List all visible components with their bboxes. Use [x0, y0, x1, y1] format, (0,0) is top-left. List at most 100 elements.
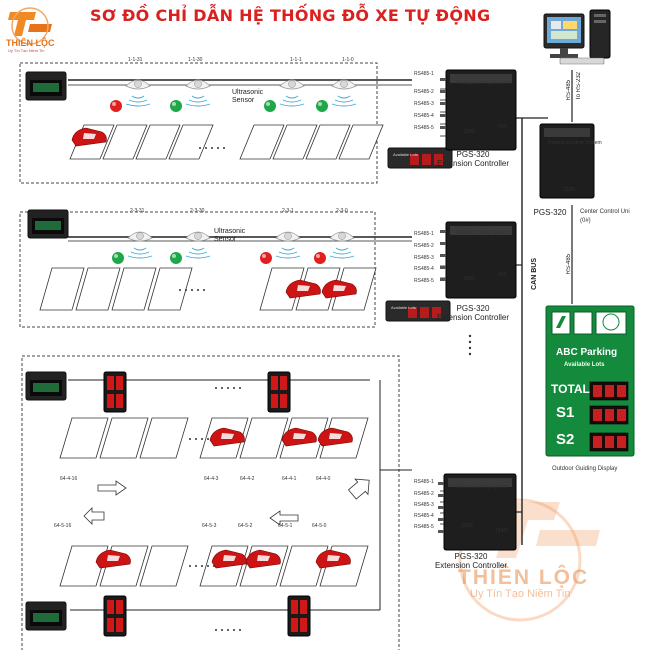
watermark-logo-icon: [536, 530, 600, 546]
logo-name: THIÊN LỘC: [6, 38, 55, 48]
parked-car-icon-window: [297, 285, 310, 291]
bay-code: 64-4-16: [60, 476, 78, 482]
parked-car-icon-window: [327, 555, 340, 561]
indicator-led-icon: [112, 252, 124, 264]
pc-drive: [594, 14, 606, 17]
ultrasonic-wave-icon: [285, 95, 299, 99]
parking-bay: [147, 267, 193, 311]
continuation-dot: [221, 387, 223, 389]
indicator-led-highlight: [172, 254, 176, 258]
continuation-dot: [201, 438, 203, 440]
continuation-dot: [211, 147, 213, 149]
controller-index: (2#): [498, 272, 507, 278]
center-controller-panel: [544, 128, 590, 137]
entrance-display-icon-digits: [33, 383, 59, 392]
extension-controller-box-port: [440, 78, 446, 81]
available-lots-display-icon-digit: [410, 154, 419, 165]
parked-car-icon-window: [329, 433, 342, 439]
continuation-dot: [189, 565, 191, 567]
indicator-led-highlight: [316, 254, 320, 258]
controller-box-brand: ZOG: [564, 187, 575, 193]
indicator-led-icon: [316, 100, 328, 112]
rs485-port: RS485-2: [414, 89, 434, 95]
diagram-title: SƠ ĐỒ CHỈ DẪN HỆ THỐNG ĐỖ XE TỰ ĐỘNG: [90, 6, 491, 25]
watermark-name: THIÊN LỘC: [458, 566, 590, 589]
logo-tagline: Uy Tín Tạo Niềm Tin: [8, 48, 45, 53]
parked-car-icon-window: [83, 133, 96, 139]
sensor-code: 1-1-30: [188, 57, 203, 63]
controller-box-brand: ZOG: [464, 276, 475, 282]
direction-arrow-icon: [269, 510, 299, 526]
parking-bay: [59, 417, 109, 459]
level-outline: [21, 355, 400, 650]
rs485-port: RS485-5: [414, 278, 434, 284]
extension-controller-box-port: [438, 518, 444, 521]
ultrasonic-wave-icon: [282, 99, 302, 103]
pc-screen: [547, 17, 581, 43]
ultrasonic-wave-icon: [125, 103, 151, 107]
display-caption: Outdoor Guiding Display: [552, 466, 618, 472]
sensor-label: Sensor: [214, 236, 237, 243]
continuation-dot: [221, 629, 223, 631]
controller-name: Extension Controller: [436, 159, 510, 168]
indicator-led-icon: [110, 100, 122, 112]
available-lots-display-icon-digit: [420, 307, 429, 318]
sensor-label: Ultrasonic: [214, 228, 246, 235]
entrance-display-icon-digits: [33, 613, 59, 622]
continuation-dot: [179, 289, 181, 291]
extension-controller-box-port: [440, 126, 446, 129]
extension-controller-box-port: [440, 114, 446, 117]
indicator-led-highlight: [318, 102, 322, 106]
parking-bay: [99, 417, 149, 459]
ultrasonic-sensor-icon-lens: [134, 80, 142, 88]
indicator-led-highlight: [262, 254, 266, 258]
center-controller-box: [539, 123, 595, 199]
continuation-dot: [468, 352, 472, 356]
ultrasonic-wave-icon: [281, 247, 295, 251]
controller-box-brand: ZOG: [464, 129, 475, 135]
parking-bay: [135, 124, 181, 160]
indicator-led-highlight: [112, 102, 116, 106]
controller-model: PGS-320: [456, 150, 490, 159]
controller-box-brand: ZOG: [462, 523, 473, 529]
indicator-led-icon: [260, 252, 272, 264]
continuation-dot: [189, 438, 191, 440]
continuation-dot: [205, 147, 207, 149]
can-bus-label: CAN BUS: [531, 258, 538, 290]
display-subtitle: Available Lots: [564, 362, 605, 368]
continuation-dot: [207, 565, 209, 567]
center-controller-name: Center Control Uni: [580, 209, 630, 215]
entry-arrow-icon: [556, 316, 566, 328]
continuation-dot: [185, 289, 187, 291]
extension-controller-box: [443, 473, 517, 551]
parking-bay: [168, 124, 214, 160]
center-controller-index: (0#): [580, 218, 591, 224]
extension-controller-box-port: [440, 266, 446, 269]
parked-car-icon-window: [221, 433, 234, 439]
free-logo-icon: [595, 311, 627, 335]
ultrasonic-wave-icon: [279, 103, 305, 107]
controller-index: (64#): [496, 528, 508, 534]
lots-display-label: Available Lots: [391, 305, 416, 310]
sensor-code: 2-3-31: [130, 208, 145, 214]
extension-controller-box-port: [440, 254, 446, 257]
continuation-dot: [217, 147, 219, 149]
zone-signal-icon-lamp: [291, 600, 298, 614]
center-controller-model: PGS-320: [533, 208, 567, 217]
lots-display-label: Available Lots: [393, 152, 418, 157]
continuation-dot: [191, 289, 193, 291]
pc-link-label: To RS-232: [576, 72, 582, 101]
indicator-led-highlight: [172, 102, 176, 106]
controller-box-title: Parking Guiding System: [456, 80, 510, 86]
bay-code: 64-5-2: [238, 523, 253, 529]
center-link-label: RS-485: [566, 254, 572, 275]
controller-index: (1#): [498, 124, 507, 130]
ultrasonic-sensor-icon-lens: [194, 232, 202, 240]
pc-drive: [594, 20, 606, 23]
rs485-port: RS485-5: [414, 524, 434, 530]
controller-name: Extension Controller: [434, 561, 508, 570]
zone-signal-icon-lamp: [116, 394, 123, 408]
s1-digits-digit: [617, 409, 626, 421]
continuation-dot: [239, 387, 241, 389]
indicator-led-icon: [170, 100, 182, 112]
